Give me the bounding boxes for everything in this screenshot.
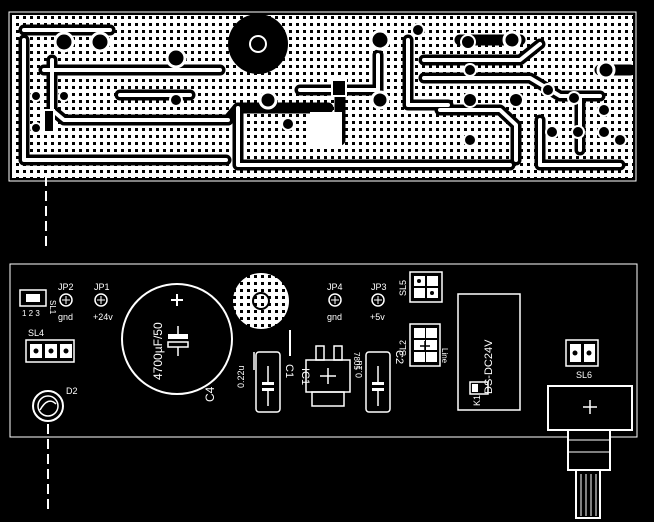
jp3-label: JP3 [371, 282, 387, 292]
sl2-label: SL2 [398, 340, 408, 356]
sl6-label: SL6 [576, 370, 592, 380]
potentiometer [547, 385, 633, 519]
sl1-pins-label: 1 2 3 [22, 309, 40, 318]
c1-label: C1 [283, 364, 295, 378]
c4-label: C4 [203, 386, 217, 402]
ic1-part-label: 7805 [352, 352, 361, 370]
jp2-jumper: JP2 gnd [58, 282, 74, 322]
sl6-connector: SL6 [565, 339, 599, 380]
ic1-label: IC1 [299, 368, 311, 385]
sl5-connector: SL5 [398, 271, 443, 303]
c2-label: C2 [393, 350, 405, 364]
k1-relay: DS-DC24V K1 [457, 293, 521, 411]
c2-value-label: 0.1u [354, 360, 364, 378]
c2-capacitor: 0.1u C2 [354, 350, 405, 413]
sl1-connector: SL1 1 2 3 [19, 289, 57, 318]
copper-layer-panel [8, 11, 637, 246]
jp4-label: JP4 [327, 282, 343, 292]
sl2-connector: SL2 Line [398, 323, 449, 367]
copper-board-outline [8, 11, 637, 182]
jp1-net-label: +24v [93, 312, 113, 322]
component-silkscreen-panel: SL1 1 2 3 JP2 gnd JP1 +24v SL4 [9, 263, 638, 519]
jp4-net-label: gnd [327, 312, 342, 322]
silk-board-outline [9, 263, 638, 438]
sl5-label: SL5 [398, 280, 408, 296]
jp2-net-label: gnd [58, 312, 73, 322]
ic1-regulator: IC1 7805 [299, 345, 361, 407]
sl1-label: SL1 [48, 300, 57, 315]
mounting-hole-top [228, 14, 288, 74]
c4-capacitor: 4700µF/50 C4 [121, 283, 233, 402]
jp4-jumper: JP4 gnd [327, 282, 343, 322]
k1-part-label: DS-DC24V [483, 339, 495, 394]
sl2-note-label: Line [440, 348, 449, 364]
jp2-label: JP2 [58, 282, 74, 292]
mounting-hole-bottom [233, 273, 289, 329]
d2-label: D2 [66, 386, 78, 396]
k1-label: K1 [472, 395, 482, 406]
c1-capacitor: 0.22u C1 [236, 351, 295, 413]
jp1-label: JP1 [94, 282, 110, 292]
jp3-net-label: +5v [370, 312, 385, 322]
copper-pads [30, 23, 627, 148]
c1-value-label: 0.22u [236, 365, 246, 388]
d2-led: D2 [32, 386, 78, 422]
c4-value-label: 4700µF/50 [151, 322, 165, 380]
jp3-jumper: JP3 +5v [370, 282, 387, 322]
jp1-jumper: JP1 +24v [93, 282, 113, 322]
sl4-connector: SL4 [25, 328, 75, 363]
sl4-label: SL4 [28, 328, 44, 338]
